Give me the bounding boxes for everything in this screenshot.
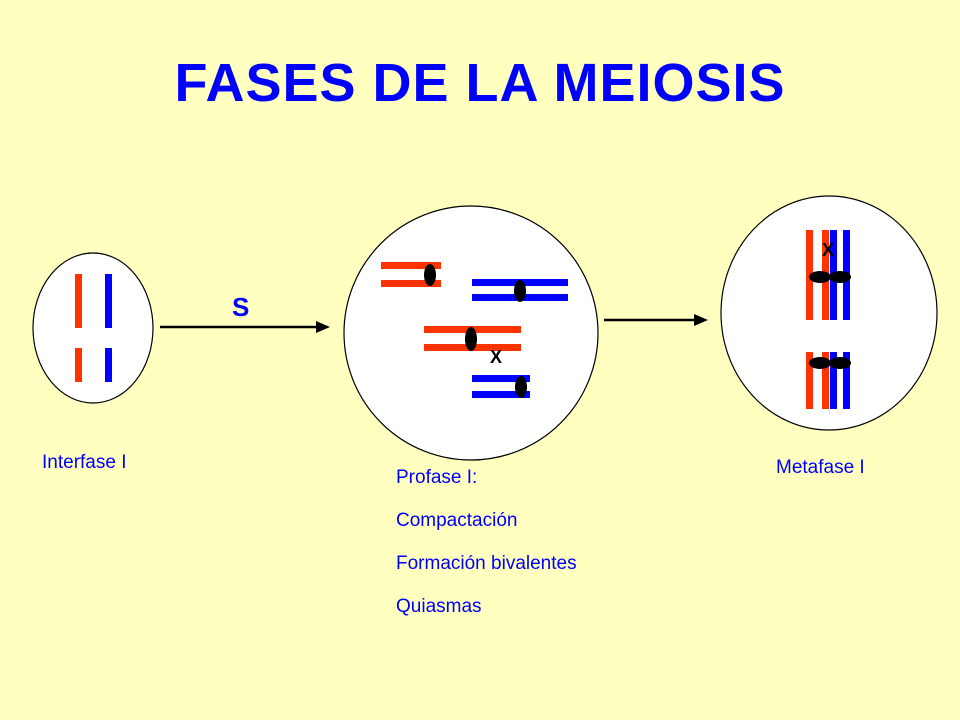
profase-cell: X: [343, 205, 599, 461]
profase-note: Formación bivalentes: [396, 553, 577, 574]
page-title: FASES DE LA MEIOSIS: [174, 53, 786, 113]
profase-description: Profase I: Compactación Formación bivale…: [396, 467, 577, 639]
profase-chromatid: [381, 280, 441, 287]
interfase-cell: [32, 252, 154, 404]
centromere: [809, 271, 831, 283]
metafase-chromatid: [822, 352, 829, 409]
centromere: [465, 327, 477, 351]
interfase-chromosome-blue-lower: [105, 348, 112, 382]
interfase-cell-membrane: [32, 252, 154, 404]
metafase-chromatid: [806, 230, 813, 320]
profase-chromatid: [472, 391, 530, 398]
profase-chromatid: [381, 262, 441, 269]
profase-note: Quiasmas: [396, 596, 482, 617]
interfase-chromosome-red-lower: [75, 348, 82, 382]
interfase-chromosome-red-upper: [75, 274, 82, 328]
centromere: [829, 271, 851, 283]
arrow-s-phase: [160, 321, 330, 333]
centromere: [514, 280, 526, 302]
chiasma-mark: X: [822, 240, 834, 260]
metafase-label: Metafase I: [776, 457, 865, 478]
metafase-cell: X: [720, 195, 938, 431]
metafase-chromatid: [843, 352, 850, 409]
profase-chromatid: [472, 375, 530, 382]
centromere: [515, 376, 527, 398]
arrow-to-metafase: [604, 314, 708, 326]
interfase-chromosome-blue-upper: [105, 274, 112, 328]
metafase-chromatid: [830, 352, 837, 409]
metafase-chromatid: [806, 352, 813, 409]
arrow-label: S: [232, 292, 249, 322]
interfase-label: Interfase I: [42, 452, 127, 473]
centromere: [424, 264, 436, 286]
profase-note: Compactación: [396, 510, 518, 531]
profase-label: Profase I:: [396, 467, 478, 488]
chiasma-mark: X: [490, 347, 502, 367]
centromere: [809, 357, 831, 369]
centromere: [829, 357, 851, 369]
